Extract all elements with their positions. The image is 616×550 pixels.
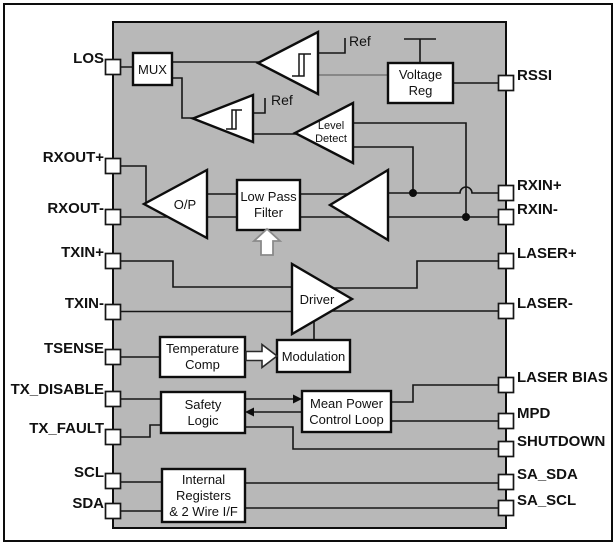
- wires: [113, 38, 506, 512]
- input-amplifier: [327, 167, 390, 243]
- voltage-reg-block: [386, 61, 455, 105]
- pin-txin-plus: [104, 252, 122, 270]
- pin-los: [104, 58, 122, 76]
- pins-left: [104, 58, 122, 520]
- pin-label-rxout-plus: RXOUT+: [43, 149, 105, 166]
- internal-registers-label-1: Internal: [182, 472, 225, 487]
- comparator-top: [255, 30, 320, 96]
- pin-rxout-minus: [104, 208, 122, 226]
- temperature-comp-label-2: Comp: [185, 357, 220, 372]
- pin-label-laser-plus: LASER+: [517, 245, 577, 262]
- temperature-comp-label-1: Temperature: [166, 341, 239, 356]
- pin-label-shutdown: SHUTDOWN: [517, 433, 605, 450]
- pin-txin-minus: [104, 303, 122, 321]
- arrowhead-left-icon: [245, 407, 254, 417]
- mean-power-label-1: Mean Power: [310, 396, 384, 411]
- mean-power-label-2: Control Loop: [309, 412, 383, 427]
- pin-rssi: [497, 74, 515, 92]
- driver-triangle: [290, 261, 355, 337]
- block-arrow-up-icon: [251, 227, 283, 256]
- pin-label-tsense: TSENSE: [44, 340, 104, 357]
- pin-label-mpd: MPD: [517, 405, 551, 422]
- ref-label-top: Ref: [349, 33, 371, 49]
- internal-registers-block: [160, 467, 247, 524]
- mean-power-control-loop-block: [300, 389, 393, 434]
- pin-sa-scl: [497, 499, 515, 517]
- pin-label-txin-plus: TXIN+: [61, 244, 104, 261]
- pin-tx-fault: [104, 428, 122, 446]
- pin-mpd: [497, 412, 515, 430]
- wire-driver-to-laser-plus: [333, 260, 506, 289]
- pin-label-sda: SDA: [72, 495, 104, 512]
- arrowhead-right-icon: [293, 394, 302, 404]
- mux-label: MUX: [138, 62, 167, 77]
- pin-label-rxout-minus: RXOUT-: [47, 200, 104, 217]
- pin-laser-bias: [497, 376, 515, 394]
- wire-mux-to-comparator-mid: [172, 77, 195, 119]
- pin-label-tx-disable: TX_DISABLE: [11, 381, 104, 398]
- voltage-reg-label-2: Reg: [409, 83, 433, 98]
- pin-sda: [104, 502, 122, 520]
- op-buffer-label: O/P: [174, 197, 196, 212]
- pin-rxin-minus: [497, 208, 515, 226]
- pin-label-laser-bias: LASER BIAS: [517, 369, 608, 386]
- wire-laser-bias: [391, 384, 506, 403]
- level-detect-triangle: [292, 101, 355, 165]
- pin-label-rssi: RSSI: [517, 67, 552, 84]
- pin-label-rxin-minus: RXIN-: [517, 201, 558, 218]
- pin-label-laser-minus: LASER-: [517, 295, 573, 312]
- level-detect-label-2: Detect: [315, 133, 347, 145]
- wire-leveldetect-in-lower: [353, 146, 414, 193]
- hysteresis-icon: [226, 109, 242, 130]
- wire-shutdown: [245, 426, 506, 450]
- pin-label-txin-minus: TXIN-: [65, 295, 104, 312]
- safety-logic-block: [159, 390, 247, 435]
- internal-registers-label-3: & 2 Wire I/F: [169, 504, 238, 519]
- pin-laser-plus: [497, 252, 515, 270]
- pin-scl: [104, 472, 122, 490]
- pin-label-scl: SCL: [74, 464, 104, 481]
- wire-rxout-plus: [113, 165, 147, 202]
- power-supply-icon: [404, 38, 436, 63]
- pin-tx-disable: [104, 390, 122, 408]
- pin-rxin-plus: [497, 184, 515, 202]
- comparator-mid: [189, 93, 255, 144]
- pin-tsense: [104, 348, 122, 366]
- pin-label-los: LOS: [73, 50, 104, 67]
- low-pass-filter-label-1: Low Pass: [240, 189, 297, 204]
- junction-dot: [462, 213, 470, 221]
- low-pass-filter-label-2: Filter: [254, 205, 284, 220]
- wire-tx-fault: [113, 424, 163, 438]
- level-detect-label-1: Level: [318, 120, 344, 132]
- wire-rxin-plus: [388, 186, 506, 194]
- wire-txin-plus: [113, 260, 294, 288]
- modulation-label: Modulation: [282, 349, 346, 364]
- ref-label-middle: Ref: [271, 92, 293, 108]
- pin-shutdown: [497, 440, 515, 458]
- hysteresis-icon: [292, 53, 311, 77]
- pin-label-rxin-plus: RXIN+: [517, 177, 562, 194]
- driver-label: Driver: [300, 292, 335, 307]
- output-buffer-triangle: [141, 167, 209, 241]
- pin-label-sa-scl: SA_SCL: [517, 492, 576, 509]
- low-pass-filter-block: [235, 178, 302, 232]
- safety-logic-label-1: Safety: [185, 397, 222, 412]
- pin-sa-sda: [497, 473, 515, 491]
- pin-rxout-plus: [104, 157, 122, 175]
- block-arrow-right-icon: [245, 342, 279, 370]
- pin-label-tx-fault: TX_FAULT: [29, 420, 104, 437]
- pin-label-sa-sda: SA_SDA: [517, 466, 578, 483]
- wire-ref-stub-top: [318, 38, 346, 54]
- mux-block: [131, 51, 174, 87]
- pin-laser-minus: [497, 302, 515, 320]
- safety-logic-label-2: Logic: [187, 413, 219, 428]
- pins-right: [497, 74, 515, 517]
- junction-dot: [409, 189, 417, 197]
- temperature-comp-block: [158, 335, 247, 379]
- wire-leveldetect-in-upper: [353, 122, 467, 217]
- voltage-reg-label-1: Voltage: [399, 67, 442, 82]
- wire-ref-stub-mid: [253, 98, 266, 114]
- internal-registers-label-2: Registers: [176, 488, 231, 503]
